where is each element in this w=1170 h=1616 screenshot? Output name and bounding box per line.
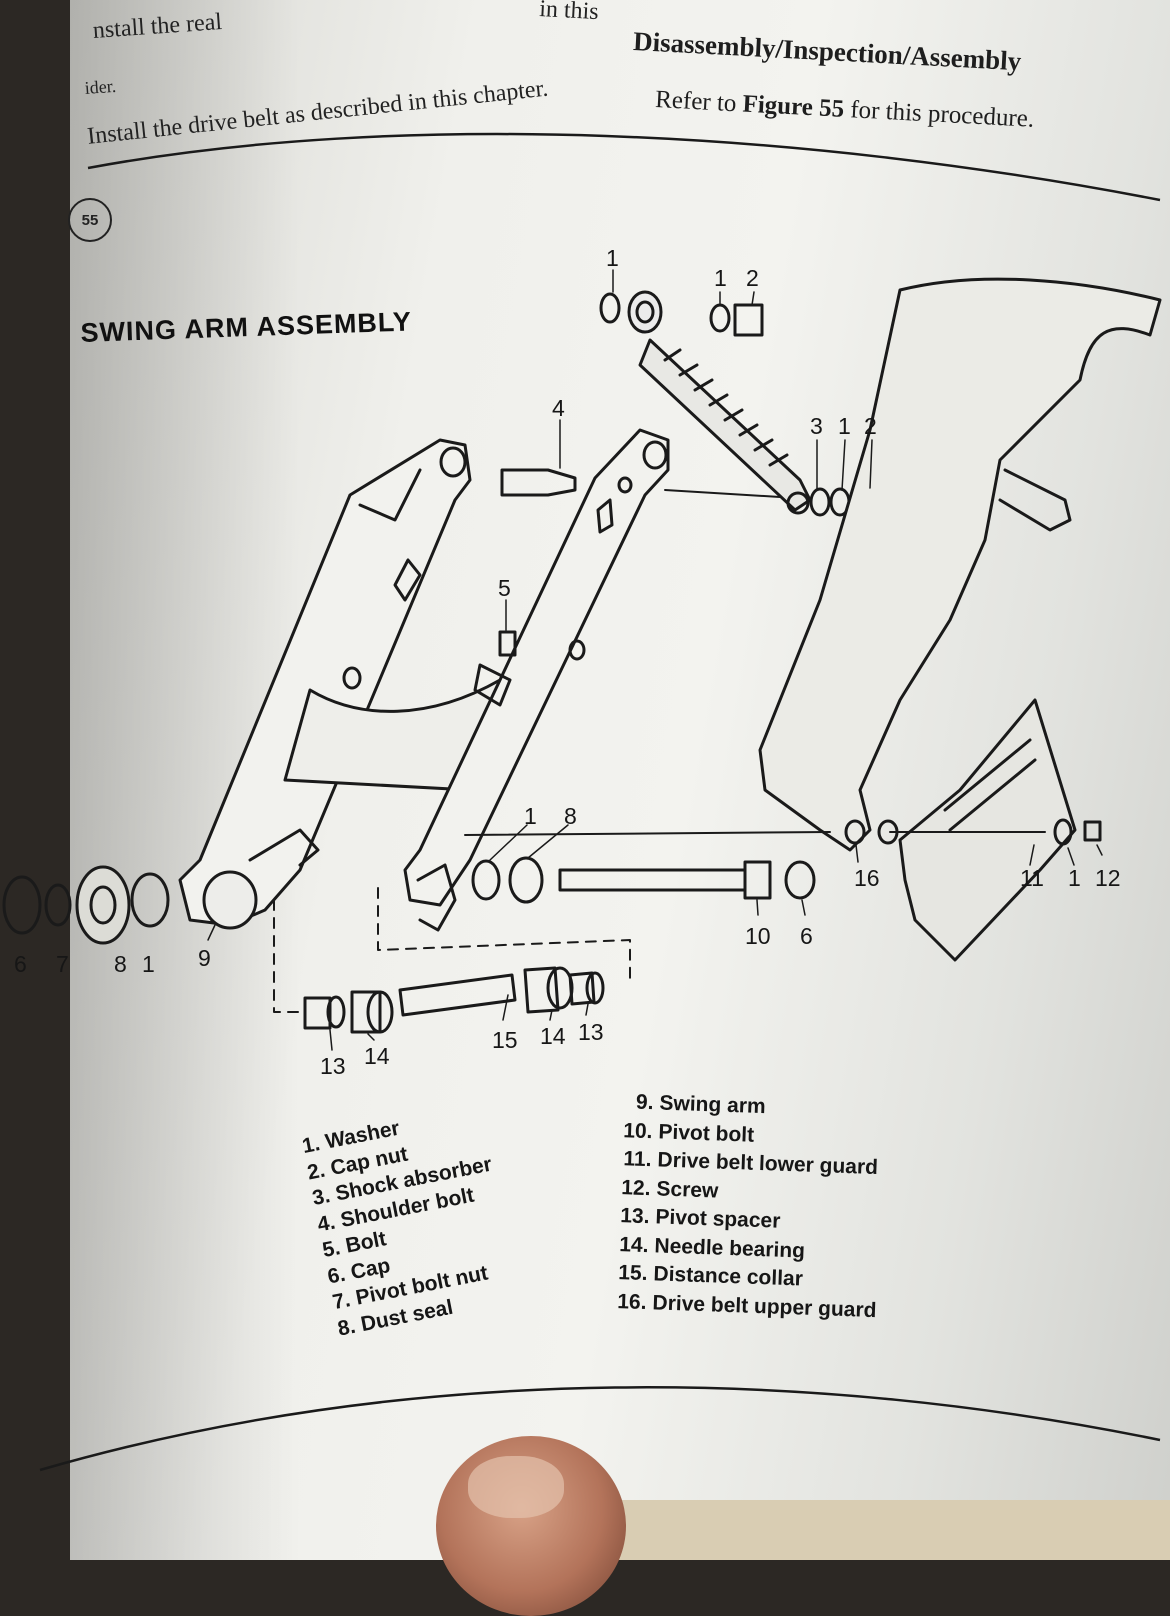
figure-bottom-rule xyxy=(39,1386,1161,1472)
dust-seal-left xyxy=(75,865,131,945)
washer-shock-lower xyxy=(809,487,831,517)
guard-mount-tab xyxy=(998,468,1072,532)
callout-upper-guard: 16 xyxy=(854,865,880,891)
callout-shoulder-bolt: 4 xyxy=(552,395,565,421)
callout-bolt: 5 xyxy=(498,575,511,601)
pivot-bolt-shaft xyxy=(558,868,747,892)
screw-12 xyxy=(1083,820,1102,842)
shoulder-bolt xyxy=(500,468,577,497)
washer-top-right xyxy=(709,303,731,333)
callout-distance-collar: 15 xyxy=(492,1027,518,1053)
legend-number: 12. xyxy=(620,1175,651,1200)
legend-left-column: 1.Washer 2.Cap nut 3.Shock absorber 4.Sh… xyxy=(282,1100,519,1346)
callout-washer-top: 1 xyxy=(606,245,619,271)
cap-left xyxy=(2,875,42,935)
callout-cap-right: 6 xyxy=(800,923,813,949)
callout-lower-guard: 11 xyxy=(1020,865,1044,891)
callout-cap-nut-top: 2 xyxy=(746,265,759,291)
callout-shock-absorber: 3 xyxy=(810,413,823,439)
pivot-bolt-head xyxy=(743,860,772,900)
legend-number: 13. xyxy=(619,1204,650,1229)
drive-belt-lower-guard xyxy=(898,698,1077,962)
cap-nut-top xyxy=(733,303,764,337)
swing-arm-right-leg xyxy=(403,428,670,932)
legend-number: 16. xyxy=(616,1289,647,1314)
legend-number: 15. xyxy=(617,1261,648,1286)
dust-seal-right xyxy=(508,856,544,904)
washer-guard xyxy=(1053,818,1073,846)
page-bottom-edge xyxy=(560,1500,1170,1560)
legend-number: 9. xyxy=(635,1090,654,1115)
legend-number: 11. xyxy=(623,1147,652,1172)
callout-dust-seal-right: 8 xyxy=(564,803,577,829)
bolt-5-clamp xyxy=(473,663,512,707)
callout-pivot-spacer-left: 13 xyxy=(320,1053,346,1079)
legend-label: Screw xyxy=(656,1176,719,1203)
bolt-5 xyxy=(498,630,517,657)
callout-leaders xyxy=(207,269,1103,1051)
callout-washer-top-right: 1 xyxy=(714,265,727,291)
callout-dust-seal-left: 8 xyxy=(114,951,127,977)
callout-needle-bearing-left: 14 xyxy=(364,1043,390,1069)
shock-absorber xyxy=(627,290,812,515)
washer-top xyxy=(599,292,621,324)
thumbnail xyxy=(468,1456,564,1518)
swing-arm-left-leg xyxy=(178,438,472,927)
pivot-spacer-left xyxy=(303,996,332,1030)
callout-cap-left: 6 xyxy=(14,951,27,977)
washer-pivot-right xyxy=(471,859,501,901)
callout-swing-arm: 9 xyxy=(198,945,211,971)
figure-top-rule xyxy=(87,132,1161,202)
callout-washer-guard: 1 xyxy=(1068,865,1081,891)
distance-collar xyxy=(398,973,517,1017)
figure-number-badge: 55 xyxy=(68,198,112,242)
callout-pivot-nut: 7 xyxy=(56,951,69,977)
legend-number: 10. xyxy=(622,1118,653,1143)
exploded-view-guides xyxy=(273,887,631,1013)
drive-belt-upper-guard xyxy=(758,277,1162,852)
legend-label: Pivot spacer xyxy=(655,1205,781,1233)
callout-washer-left: 1 xyxy=(142,951,155,977)
pivot-boss-left xyxy=(202,870,258,930)
legend-label: Swing arm xyxy=(659,1091,767,1119)
callout-washer-shock: 1 xyxy=(838,413,851,439)
callout-cap-nut-shock: 2 xyxy=(864,413,877,439)
callout-screw: 12 xyxy=(1095,865,1121,891)
washer-left xyxy=(130,872,170,928)
callout-needle-bearing-right: 14 xyxy=(540,1023,566,1049)
needle-bearing-left xyxy=(350,990,382,1034)
callout-labels: 1 1 2 4 3 1 2 5 1 8 16 11 1 12 6 7 8 1 9… xyxy=(14,245,1121,1079)
cap-right xyxy=(784,860,816,900)
pivot-bolt-nut xyxy=(44,883,72,927)
callout-pivot-spacer-right: 13 xyxy=(578,1019,604,1045)
legend-number: 14. xyxy=(618,1232,649,1257)
callout-pivot-bolt: 10 xyxy=(745,923,771,949)
needle-bearing-right xyxy=(523,966,560,1014)
callout-washer-pivot: 1 xyxy=(524,803,537,829)
legend-label: Pivot bolt xyxy=(658,1119,755,1147)
legend-right-column: 9.Swing arm 10.Pivot bolt 11.Drive belt … xyxy=(610,1088,884,1325)
swing-arm-diagram: 1 1 2 4 3 1 2 5 1 8 16 11 1 12 6 7 8 1 9… xyxy=(2,132,1162,1472)
